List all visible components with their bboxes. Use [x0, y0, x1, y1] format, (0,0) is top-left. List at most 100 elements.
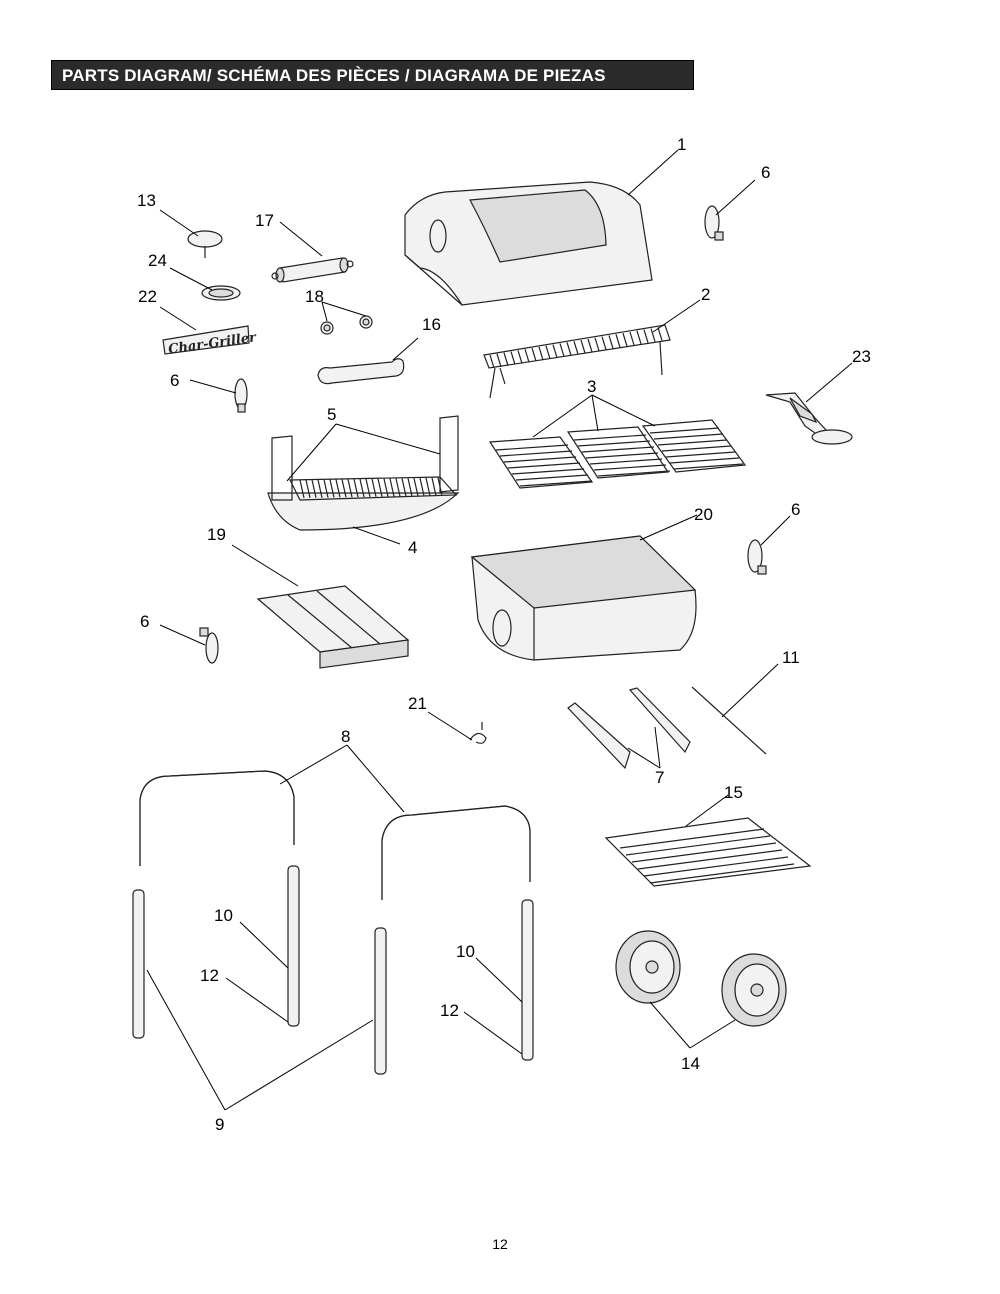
label-part-11: 11 [782, 648, 800, 667]
label-part-6d: 6 [140, 612, 149, 631]
wire-bar [437, 477, 443, 496]
wire-bar [597, 470, 671, 477]
label-part-22: 22 [138, 287, 157, 306]
wire-bar [335, 479, 341, 498]
wire-bar [329, 479, 335, 498]
label-part-5: 5 [327, 405, 336, 424]
page-number: 12 [492, 1236, 508, 1252]
part-wheels [615, 930, 787, 1027]
wire-bar [499, 450, 573, 457]
wire-bar [538, 346, 544, 361]
wire-bar [631, 842, 777, 863]
wire-bar [643, 329, 649, 343]
label-part-15: 15 [724, 783, 743, 802]
wire-bar [515, 474, 589, 481]
label-part-23: 23 [852, 347, 871, 366]
label-part-9: 9 [215, 1115, 224, 1134]
part-bottom-shelf [604, 817, 812, 887]
wire-bar [545, 345, 551, 359]
part-damper-top-right [704, 205, 724, 241]
wire-bar [401, 478, 407, 497]
wire-bar [431, 477, 437, 496]
label-part-16: 16 [422, 315, 441, 334]
wire-bar [503, 352, 509, 366]
wire-bar [653, 433, 724, 440]
wire-bar [577, 440, 651, 447]
wire-bar [625, 835, 771, 856]
label-part-20: 20 [694, 505, 713, 524]
part-lid [404, 181, 653, 306]
wire-bar [511, 468, 585, 475]
part-axle [691, 686, 767, 755]
wire-bar [531, 347, 537, 362]
wire-bar [341, 479, 347, 498]
wire-bar [353, 478, 359, 498]
wire-bar [573, 341, 579, 355]
wire-bar [580, 339, 586, 354]
part-warming-rack [483, 324, 671, 399]
part-spacers [320, 315, 373, 335]
wire-bar [377, 478, 383, 497]
wire-bar [389, 478, 395, 497]
wire-bar [559, 343, 565, 357]
label-part-12b: 12 [440, 1001, 459, 1020]
label-part-6c: 6 [791, 500, 800, 519]
wire-bar [657, 327, 663, 341]
wire-bar [629, 331, 635, 346]
part-logo-plate: Char-Griller [162, 325, 258, 357]
label-part-18: 18 [305, 287, 324, 306]
wire-bar [519, 480, 593, 487]
part-damper-left [234, 378, 248, 413]
part-cooking-grates [488, 419, 747, 489]
part-charcoal-grate [267, 415, 460, 531]
label-part-8: 8 [341, 727, 350, 746]
wire-bar [589, 458, 663, 465]
wire-bar [425, 477, 431, 497]
label-part-14: 14 [681, 1054, 700, 1073]
label-part-1: 1 [677, 135, 686, 154]
wire-bar [594, 337, 600, 351]
wire-bar [601, 336, 607, 350]
label-part-13: 13 [137, 191, 156, 210]
label-part-2: 2 [701, 285, 710, 304]
wire-bar [407, 478, 413, 497]
wire-bar [413, 477, 419, 497]
wire-bar [637, 849, 783, 870]
wire-bar [615, 334, 621, 348]
part-handle-tube [271, 257, 354, 283]
wire-bar [365, 478, 371, 498]
part-lid-handle [317, 358, 405, 385]
wire-bar [585, 452, 659, 459]
wire-bar [649, 427, 720, 434]
wire-bar [517, 350, 523, 364]
part-hook [469, 722, 487, 744]
part-damper-right [747, 539, 767, 575]
wire-bar [489, 354, 495, 369]
label-part-10b: 10 [456, 942, 475, 961]
wire-bar [495, 444, 569, 451]
part-side-shelf [256, 585, 410, 669]
page-title: PARTS DIAGRAM/ SCHÉMA DES PIÈCES / DIAGR… [51, 60, 694, 90]
label-part-3: 3 [587, 377, 596, 396]
label-part-24: 24 [148, 251, 167, 270]
part-legs-left [132, 865, 534, 1075]
wire-bar [673, 463, 744, 470]
wire-bar [622, 332, 628, 347]
label-part-4: 4 [408, 538, 417, 557]
wire-bar [395, 478, 401, 497]
wire-bar [573, 434, 647, 441]
part-lid-handle-assembly [765, 392, 853, 445]
label-part-6b: 6 [170, 371, 179, 390]
wire-bar [657, 439, 728, 446]
wire-bar [581, 446, 655, 453]
wire-bar [669, 457, 740, 464]
wire-bar [636, 330, 642, 345]
wire-bar [619, 828, 765, 849]
wire-bar [510, 351, 516, 365]
wire-bar [503, 456, 577, 463]
wire-bar [661, 445, 732, 452]
wire-bar [419, 477, 425, 497]
label-part-10a: 10 [214, 906, 233, 925]
wire-bar [587, 338, 593, 353]
